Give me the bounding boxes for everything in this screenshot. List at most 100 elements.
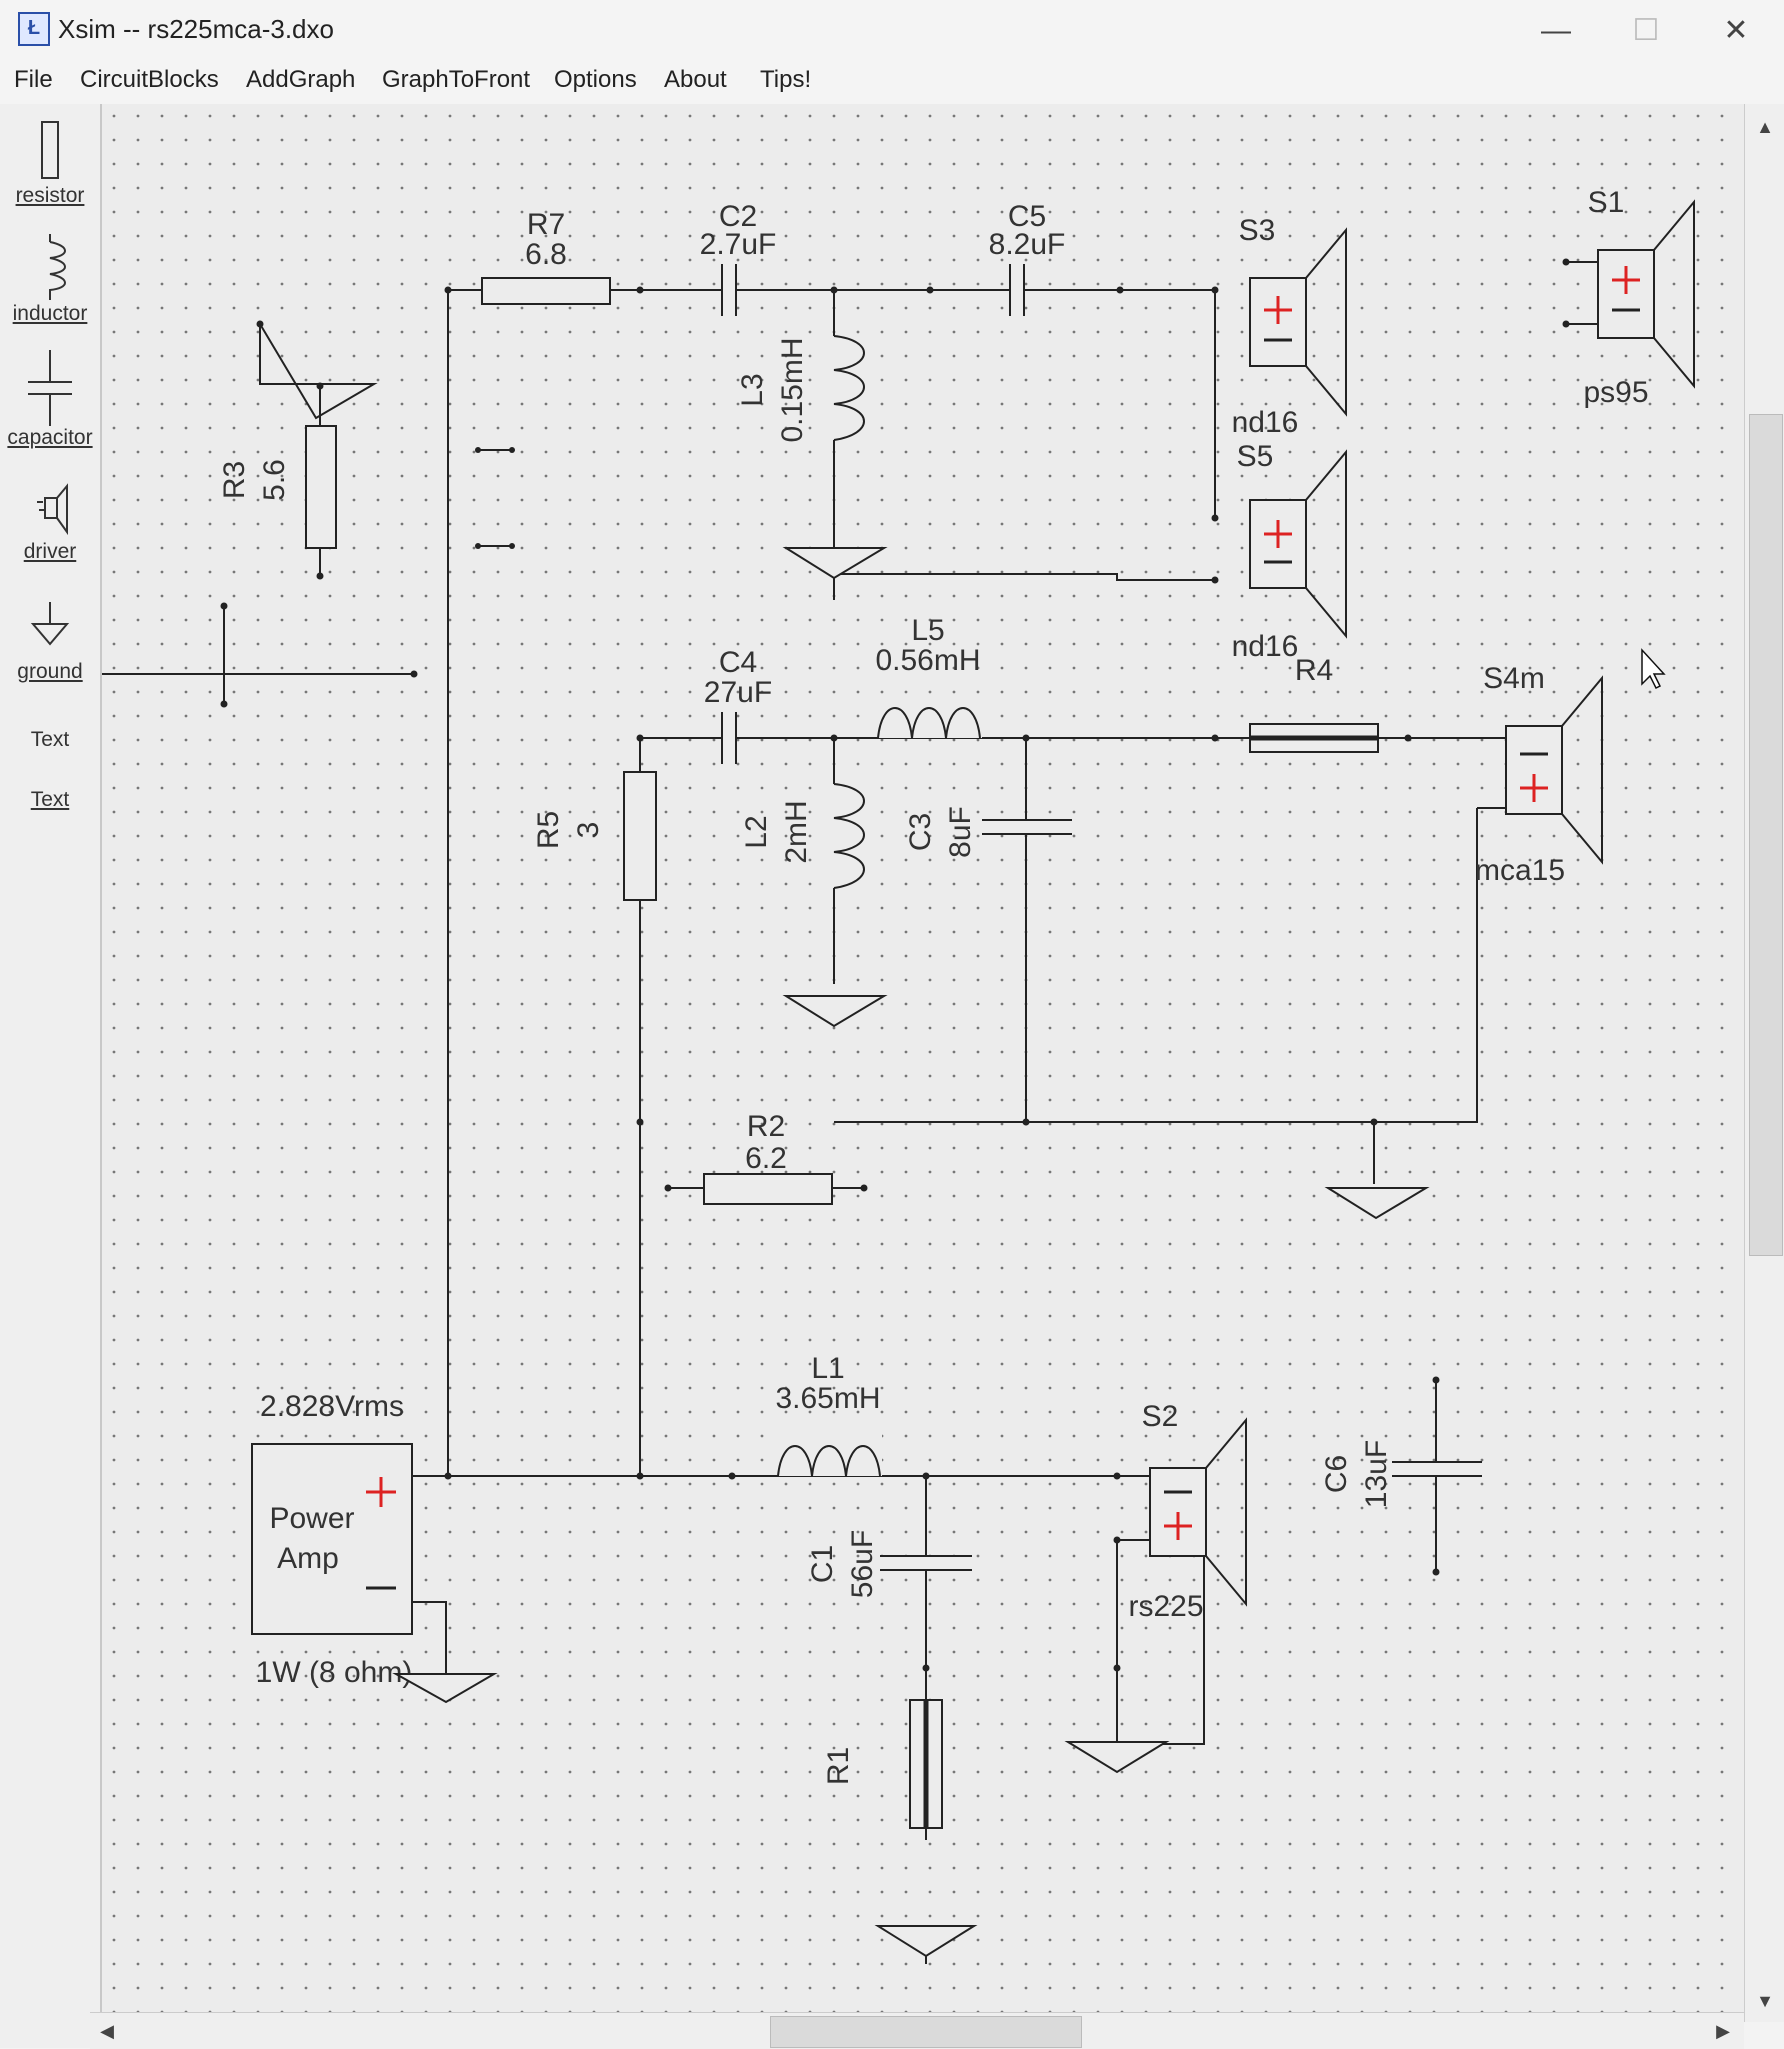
c5-label: C5 — [1008, 200, 1046, 233]
driver-s4m[interactable]: S4m mca15 — [1475, 662, 1603, 887]
inductor-l5[interactable]: L5 0.56mH — [875, 614, 982, 739]
r7-label: R7 — [527, 208, 565, 241]
c3-value: 8uF — [944, 806, 977, 858]
schematic-canvas[interactable]: R7 6.8 C2 2.7uF C5 8.2uF L3 0.15mH — [102, 104, 1744, 2022]
r7-value: 6.8 — [525, 238, 567, 271]
ground-symbol[interactable] — [392, 1673, 498, 1704]
menu-graphtofront[interactable]: GraphToFront — [382, 66, 531, 93]
inductor-l3[interactable]: L3 0.15mH — [736, 335, 872, 443]
scroll-left-icon[interactable]: ◀ — [100, 2021, 114, 2041]
c4-value: 27uF — [704, 676, 772, 709]
ground-symbol[interactable] — [782, 995, 888, 1028]
tool-text-underlined[interactable]: Text — [30, 788, 70, 811]
s3-label: S3 — [1239, 214, 1276, 247]
wire-junctions — [444, 286, 1412, 1672]
capacitor-icon — [28, 350, 72, 426]
menu-file[interactable]: File — [14, 66, 53, 93]
driver-icon — [37, 483, 68, 536]
r4-label: R4 — [1295, 654, 1333, 687]
r5-label: R5 — [532, 811, 565, 849]
resistor-r5[interactable]: R5 3 — [532, 771, 657, 901]
c4-label: C4 — [719, 646, 757, 679]
r2-label: R2 — [747, 1110, 785, 1143]
close-button[interactable]: ✕ — [1723, 14, 1749, 47]
driver-s1[interactable]: S1 ps95 — [1562, 186, 1695, 409]
ground-icon — [30, 602, 70, 646]
inductor-icon — [49, 234, 66, 300]
horizontal-scrollbar[interactable]: ◀ ▶ — [90, 2012, 1744, 2049]
driver-s2[interactable]: S2 rs225 — [1117, 1400, 1247, 1623]
s2-label: S2 — [1142, 1400, 1179, 1433]
amp-rating: 1W (8 ohm) — [256, 1656, 413, 1689]
c2-label: C2 — [719, 200, 757, 233]
s4-model: mca15 — [1475, 854, 1565, 887]
l1-label: L1 — [811, 1352, 844, 1385]
l5-value: 0.56mH — [875, 644, 980, 677]
resistor-icon — [41, 121, 59, 179]
title-bar: Ł Xsim -- rs225mca-3.dxo — ☐ ✕ — [0, 0, 1784, 62]
amp-label-1: Power — [269, 1502, 354, 1535]
menu-options[interactable]: Options — [554, 66, 637, 93]
component-toolbox: resistor inductor capacitor driver groun… — [0, 104, 102, 2048]
l5-label: L5 — [911, 614, 944, 647]
scroll-down-icon[interactable]: ▼ — [1756, 1991, 1774, 2011]
inductor-l2[interactable]: L2 2mH — [740, 783, 872, 889]
s3-model: nd16 — [1232, 406, 1299, 439]
c1-value: 56uF — [846, 1530, 879, 1598]
capacitor-c3[interactable]: C3 8uF — [904, 806, 1072, 858]
ground-symbol[interactable] — [1064, 1741, 1170, 1774]
resistor-r7[interactable]: R7 6.8 — [481, 208, 611, 305]
r3-label: R3 — [218, 461, 251, 499]
scroll-right-icon[interactable]: ▶ — [1716, 2021, 1730, 2041]
capacitor-c5[interactable]: C5 8.2uF — [989, 200, 1066, 316]
vertical-scroll-thumb[interactable] — [1749, 414, 1783, 1256]
c1-label: C1 — [806, 1545, 839, 1583]
ground-symbol[interactable] — [874, 1925, 978, 1958]
power-amp[interactable]: 2.828Vrms Power Amp 1W (8 ohm) — [251, 1390, 448, 1689]
driver-s5[interactable]: S5 nd16 — [1232, 440, 1347, 663]
capacitor-c2[interactable]: C2 2.7uF — [700, 200, 777, 316]
l1-value: 3.65mH — [775, 1382, 880, 1415]
s4-label: S4m — [1483, 662, 1545, 695]
short-wires[interactable] — [478, 449, 512, 547]
inductor-l1[interactable]: L1 3.65mH — [775, 1352, 882, 1477]
l2-label: L2 — [740, 815, 773, 848]
resistor-r2[interactable]: R2 6.2 — [664, 1110, 868, 1205]
menu-about[interactable]: About — [664, 66, 727, 93]
r2-value: 6.2 — [745, 1142, 787, 1175]
c3-label: C3 — [904, 813, 937, 851]
maximize-button[interactable]: ☐ — [1632, 14, 1660, 47]
minimize-button[interactable]: — — [1541, 14, 1571, 47]
c6-label: C6 — [1320, 1455, 1353, 1493]
c5-value: 8.2uF — [989, 228, 1066, 261]
amp-voltage: 2.828Vrms — [260, 1390, 404, 1423]
menu-tips[interactable]: Tips! — [760, 66, 812, 93]
vertical-scrollbar[interactable]: ▲ ▼ — [1744, 104, 1784, 2022]
c2-value: 2.7uF — [700, 228, 777, 261]
resistor-r3[interactable]: R3 5.6 — [218, 320, 378, 580]
resistor-r4[interactable]: R4 — [1249, 654, 1379, 753]
tool-driver[interactable]: driver — [0, 480, 100, 564]
scroll-up-icon[interactable]: ▲ — [1756, 117, 1774, 137]
s1-label: S1 — [1588, 186, 1625, 219]
tool-capacitor[interactable]: capacitor — [0, 350, 100, 450]
menu-addgraph[interactable]: AddGraph — [246, 66, 356, 93]
c6-value: 13uF — [1360, 1440, 1393, 1508]
ground-symbol[interactable] — [1324, 1187, 1430, 1220]
tool-inductor[interactable]: inductor — [0, 232, 100, 326]
menu-circuitblocks[interactable]: CircuitBlocks — [80, 66, 219, 93]
resistor-r1[interactable]: R1 — [822, 1699, 943, 1829]
capacitor-c4[interactable]: C4 27uF — [704, 646, 772, 764]
r1-label: R1 — [822, 1747, 855, 1785]
loose-wire[interactable] — [102, 606, 414, 704]
tool-resistor[interactable]: resistor — [0, 114, 100, 208]
ground-symbol[interactable] — [782, 547, 888, 580]
l2-value: 2mH — [780, 800, 813, 863]
tool-ground[interactable]: ground — [0, 600, 100, 684]
capacitor-c1[interactable]: C1 56uF — [806, 1530, 972, 1598]
s5-label: S5 — [1237, 440, 1274, 473]
capacitor-c6[interactable]: C6 13uF — [1320, 1376, 1482, 1576]
horizontal-scroll-thumb[interactable] — [770, 2016, 1082, 2048]
tool-text[interactable]: Text — [30, 728, 70, 751]
driver-s3[interactable]: S3 nd16 — [1232, 214, 1347, 439]
